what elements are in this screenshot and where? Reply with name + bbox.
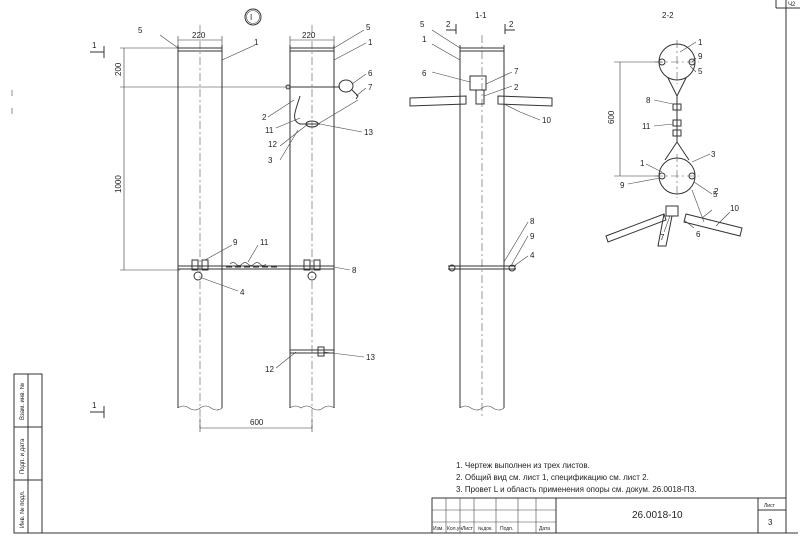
label-11-main: 11 xyxy=(260,238,269,247)
lower-clamp xyxy=(290,346,334,357)
side-stamp: Инв. № подл. Подп. и дата Взам. инв. № xyxy=(13,373,43,534)
dim-220-left-text: 220 xyxy=(192,31,206,40)
side-stamp-1: Инв. № подл. xyxy=(19,490,26,528)
dim-section-600-text: 600 xyxy=(607,110,616,124)
doc-code: 26.0018-10 xyxy=(632,510,683,521)
insulator-assembly xyxy=(285,79,359,128)
label-2-s2: 2 xyxy=(714,187,719,196)
label-10-s1: 10 xyxy=(542,116,551,125)
dim-220-right: 220 xyxy=(289,31,335,48)
section-1-1: 1-1 2 2 5 1 6 7 2 10 xyxy=(409,11,553,418)
label-7-s2: 7 xyxy=(660,233,665,242)
corner-text: Ч2 xyxy=(788,2,796,8)
label-13-main-bottom: 13 xyxy=(366,353,375,362)
sheet-number: 3 xyxy=(768,518,773,527)
label-11-s2: 11 xyxy=(642,122,651,131)
label-6-s1: 6 xyxy=(422,69,427,78)
right-pole xyxy=(289,25,335,428)
tb-col-6: Дата xyxy=(539,526,550,532)
label-13-main-top: 13 xyxy=(364,128,373,137)
label-8-main: 8 xyxy=(352,266,357,275)
dim-600: 600 xyxy=(199,418,313,432)
label-5-s2-lower: 5 xyxy=(713,190,718,199)
label-3-main: 3 xyxy=(268,156,273,165)
label-7-main: 7 xyxy=(368,83,373,92)
label-10-s2: 10 xyxy=(730,204,739,213)
detail-marker: I xyxy=(250,13,252,22)
dim-600-text: 600 xyxy=(250,418,264,427)
label-5-left: 5 xyxy=(138,26,143,35)
sheet-label: Лист xyxy=(764,503,776,509)
note-2: 2. Общий вид см. лист 1, спецификацию см… xyxy=(456,473,649,482)
label-5-s2: 5 xyxy=(698,67,703,76)
left-pole xyxy=(177,25,223,428)
side-stamp-3: Взам. инв. № xyxy=(19,383,26,420)
label-1-s1: 1 xyxy=(422,35,427,44)
main-view: I 220 220 xyxy=(90,8,375,432)
main-view-labels: 5 1 5 1 6 7 2 11 12 3 13 9 11 xyxy=(138,23,375,374)
tb-col-4: №док. xyxy=(478,526,493,532)
note-1: 1. Чертеж выполнен из трех листов. xyxy=(456,461,590,470)
label-12-main-bottom: 12 xyxy=(265,365,274,374)
label-7-s1: 7 xyxy=(514,67,519,76)
label-8-s2: 8 xyxy=(646,96,651,105)
cut-mark-bottom: 1 xyxy=(90,401,105,418)
label-2-main: 2 xyxy=(262,113,267,122)
detail-marker-circle xyxy=(244,8,262,26)
label-11-main-top: 11 xyxy=(265,126,274,135)
label-9-s1: 9 xyxy=(530,232,535,241)
title-block: Изм. Кол.уч. Лист №док. Подп. Дата 26.00… xyxy=(431,497,787,534)
label-9-s2-lower: 9 xyxy=(620,181,625,190)
section-2-2: 2-2 600 1 9 5 xyxy=(605,11,743,247)
label-4-main: 4 xyxy=(240,288,245,297)
label-3-s2: 3 xyxy=(711,150,716,159)
label-5-s1: 5 xyxy=(420,20,425,29)
tb-col-3: Лист xyxy=(462,526,474,532)
tb-col-5: Подп. xyxy=(500,526,513,532)
crossbar xyxy=(178,259,334,281)
dim-220-left: 220 xyxy=(177,31,223,48)
cut-mark-top: 1 xyxy=(90,41,105,58)
sheet-frame: Ч2 xyxy=(42,0,800,534)
label-1-right: 1 xyxy=(368,38,373,47)
label-5-right: 5 xyxy=(366,23,371,32)
notes: 1. Чертеж выполнен из трех листов. 2. Об… xyxy=(456,461,697,494)
tb-col-1: Изм. xyxy=(433,526,444,532)
label-1-left: 1 xyxy=(254,38,259,47)
dim-1000: 1000 xyxy=(114,87,180,271)
section-mark-2-left: 2 xyxy=(446,20,451,29)
tb-col-2: Кол.уч. xyxy=(447,526,463,532)
side-stamp-2: Подп. и дата xyxy=(20,438,26,474)
label-8-s1: 8 xyxy=(530,217,535,226)
note-3: 3. Провет L и область применения опоры с… xyxy=(456,485,697,494)
label-9-s2-top: 9 xyxy=(698,52,703,61)
label-2-s1: 2 xyxy=(514,83,519,92)
label-9-main: 9 xyxy=(233,238,238,247)
dim-200: 200 xyxy=(114,47,290,88)
section-mark-2-right: 2 xyxy=(509,20,514,29)
dim-200-text: 200 xyxy=(114,62,123,76)
cut-mark-top-text: 1 xyxy=(92,41,97,50)
label-4-s1: 4 xyxy=(530,251,535,260)
section-1-1-title: 1-1 xyxy=(475,11,487,20)
label-12-main-top: 12 xyxy=(268,140,277,149)
cut-mark-bottom-text: 1 xyxy=(92,401,97,410)
dim-1000-text: 1000 xyxy=(114,175,123,193)
dim-220-right-text: 220 xyxy=(302,31,316,40)
label-1-s2: 1 xyxy=(698,38,703,47)
label-1-s2-lower: 1 xyxy=(640,159,645,168)
label-6-main: 6 xyxy=(368,69,373,78)
label-6-s2: 6 xyxy=(696,230,701,239)
section-2-2-title: 2-2 xyxy=(662,11,674,20)
